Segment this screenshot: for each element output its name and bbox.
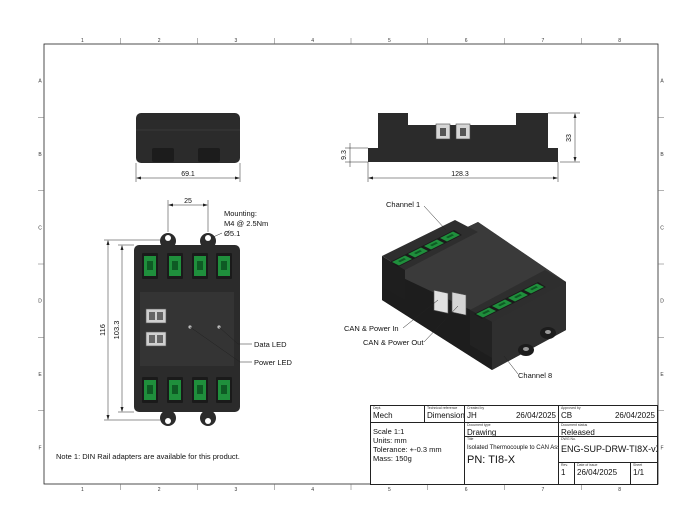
mounting-title: Mounting: <box>224 209 257 218</box>
zone-col-label: 1 <box>81 487 84 493</box>
zone-col-label: 8 <box>618 487 621 493</box>
dim-overall-height: 116 <box>98 324 107 336</box>
zone-row-label: D <box>660 299 664 305</box>
tb-rev: Rev.1 <box>559 463 575 484</box>
zone-row-label: A <box>38 79 42 85</box>
top-view-body <box>136 113 240 163</box>
zone-col-label: 5 <box>388 487 391 493</box>
iso-connectors <box>390 230 546 319</box>
zone-row-label: C <box>38 225 42 231</box>
channel-8-label: Channel 8 <box>518 371 552 380</box>
plan-connectors-bottom <box>142 377 232 403</box>
mounting-torque: M4 @ 2.5Nm <box>224 219 268 228</box>
zone-col-label: 2 <box>158 38 161 44</box>
mounting-hole: Ø5.1 <box>224 229 240 238</box>
plan-view: Data LED Power LED 25 Mounting: M4 @ 2.5… <box>98 198 293 426</box>
top-view-notch-left <box>152 148 174 162</box>
power-led-label: Power LED <box>254 358 293 367</box>
top-view: 69.1 <box>135 113 241 182</box>
tb-title: Title Isolated Thermocouple to CAN Assem… <box>465 437 559 484</box>
zone-row-label: E <box>38 372 42 378</box>
zone-col-label: 7 <box>541 38 544 44</box>
zone-col-label: 3 <box>234 38 237 44</box>
tb-dept: Dept.Mech <box>371 406 425 423</box>
zone-ticks <box>38 38 664 490</box>
zone-col-label: 8 <box>618 38 621 44</box>
zone-col-label: 6 <box>465 38 468 44</box>
zone-col-label: 7 <box>541 487 544 493</box>
dim-side-foot: 9.3 <box>341 150 348 160</box>
zone-col-label: 2 <box>158 487 161 493</box>
zone-col-label: 6 <box>465 487 468 493</box>
iso-can-out-port <box>451 291 467 316</box>
isometric-view: Channel 1 Channel 8 CAN & Power In CAN &… <box>344 200 566 380</box>
zone-row-label: E <box>660 372 664 378</box>
can-power-out-label: CAN & Power Out <box>363 338 424 347</box>
zone-row-label: F <box>38 445 41 451</box>
zone-row-label: C <box>660 225 664 231</box>
side-view: 128.3 33 9.3 <box>341 112 580 182</box>
tb-dwg-no: DWG No. ENG-SUP-DRW-TI8X-vX <box>559 437 657 463</box>
zone-row-label: D <box>38 299 42 305</box>
iso-can-in-port <box>433 289 449 314</box>
drawing-note: Note 1: DIN Rail adapters are available … <box>56 452 240 461</box>
plan-connectors-top <box>142 253 232 279</box>
zone-row-label: F <box>660 445 663 451</box>
zone-col-label: 5 <box>388 38 391 44</box>
dim-top-width: 69.1 <box>181 171 195 178</box>
dim-hole-spacing: 25 <box>184 198 192 205</box>
zone-row-label: B <box>38 152 42 158</box>
tb-specs: Scale 1:1 Units: mm Tolerance: +-0.3 mm … <box>371 423 465 484</box>
dim-side-width: 128.3 <box>451 171 469 178</box>
top-view-notch-right <box>198 148 220 162</box>
zone-col-label: 4 <box>311 487 314 493</box>
data-led-label: Data LED <box>254 340 287 349</box>
channel-1-label: Channel 1 <box>386 200 420 209</box>
zone-col-label: 1 <box>81 38 84 44</box>
zone-row-label: A <box>660 79 664 85</box>
zone-row-label: B <box>660 152 664 158</box>
zone-col-label: 3 <box>234 487 237 493</box>
can-power-in-label: CAN & Power In <box>344 324 399 333</box>
zone-col-label: 4 <box>311 38 314 44</box>
dim-side-height: 33 <box>566 134 573 142</box>
dim-inner-height: 103.3 <box>112 321 121 340</box>
